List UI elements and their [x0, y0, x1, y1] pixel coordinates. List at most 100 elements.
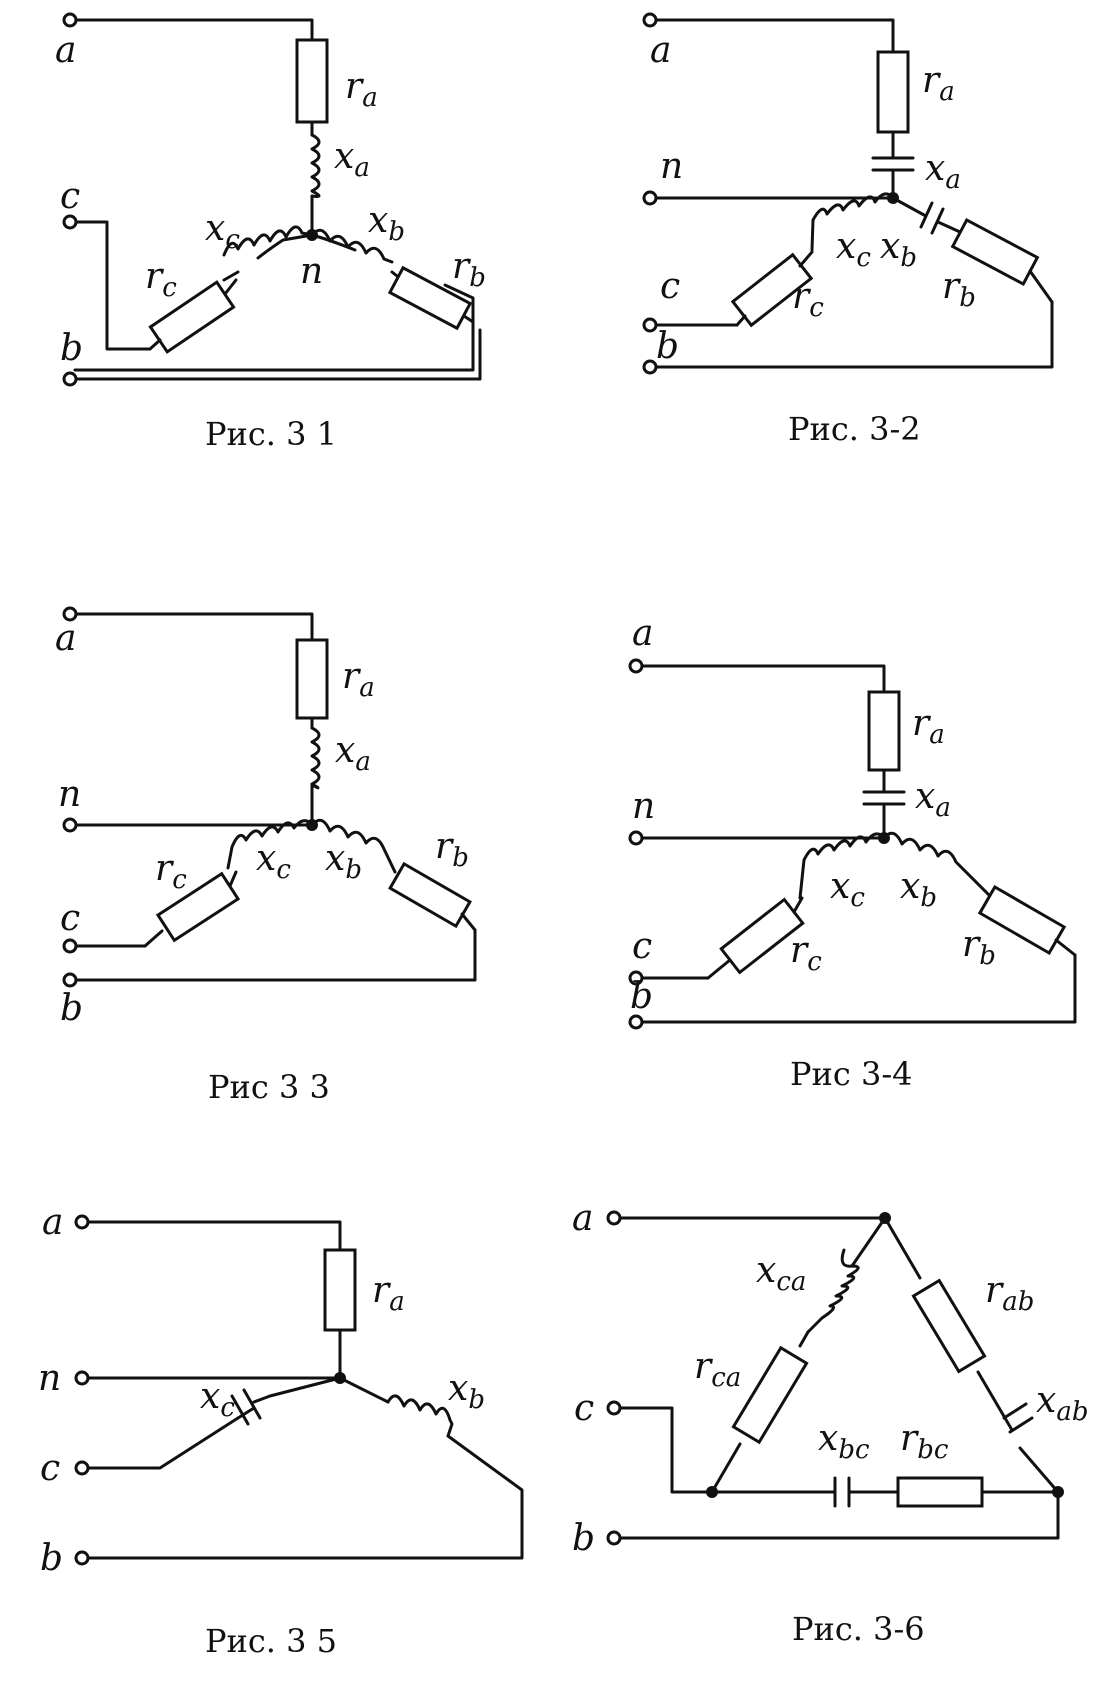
- capacitor-xc: [230, 1388, 272, 1426]
- terminal-c[interactable]: [74, 1460, 90, 1476]
- label-rca: rca: [694, 1346, 741, 1393]
- label-terminal-b: b: [630, 976, 653, 1017]
- label-ra: ra: [342, 656, 375, 703]
- inductor-xa: [310, 726, 321, 790]
- label-xc: xc: [836, 226, 871, 273]
- figure-caption: Рис. 3 1: [205, 415, 337, 453]
- label-terminal-c: c: [60, 898, 80, 939]
- wire-rb-lead: [390, 270, 475, 324]
- capacitor-xa: [862, 790, 906, 806]
- label-xa: xa: [335, 730, 371, 777]
- node-n: [306, 819, 318, 831]
- terminal-a[interactable]: [74, 1214, 90, 1230]
- label-ra: ra: [912, 703, 945, 750]
- terminal-a[interactable]: [606, 1210, 622, 1226]
- label-terminal-a: a: [55, 618, 76, 659]
- inductor-xc: [222, 225, 314, 257]
- label-ra: ra: [922, 60, 955, 107]
- label-terminal-b: b: [60, 988, 83, 1029]
- label-terminal-a: a: [632, 613, 653, 654]
- label-terminal-a: a: [55, 30, 76, 71]
- inductor-xca: [806, 1248, 860, 1334]
- node-n: [306, 229, 318, 241]
- figure-caption: Рис 3-4: [790, 1055, 912, 1093]
- terminal-b[interactable]: [628, 1014, 644, 1030]
- label-terminal-c: c: [660, 266, 680, 307]
- label-rc: rc: [155, 848, 187, 895]
- capacitor-xab: [1002, 1402, 1034, 1434]
- wire-rc-lead: [148, 278, 238, 351]
- label-rb: rb: [942, 266, 976, 313]
- resistor-rca: [731, 1345, 809, 1445]
- label-xa: xa: [334, 136, 370, 183]
- terminal-c[interactable]: [606, 1400, 622, 1416]
- label-xb: xb: [368, 200, 405, 247]
- label-rb: rb: [452, 246, 486, 293]
- terminal-n[interactable]: [74, 1370, 90, 1386]
- label-xc: xc: [256, 838, 291, 885]
- label-xca: xca: [756, 1250, 806, 1297]
- capacitor-xa: [871, 156, 915, 172]
- terminal-b[interactable]: [62, 972, 78, 988]
- terminal-b[interactable]: [74, 1550, 90, 1566]
- inductor-xb: [882, 831, 992, 898]
- resistor-rbc: [896, 1476, 984, 1508]
- terminal-b[interactable]: [606, 1530, 622, 1546]
- label-terminal-n: n: [660, 146, 683, 187]
- label-terminal-c: c: [632, 926, 652, 967]
- figure-3-5: a n c b ra xc xb Рис. 3 5: [38, 1202, 524, 1660]
- resistor-ra: [867, 690, 901, 772]
- label-rc: rc: [792, 276, 824, 323]
- resistor-ra: [295, 638, 329, 720]
- capacitor-xbc: [833, 1476, 851, 1508]
- inductor-xc: [798, 832, 886, 900]
- label-xbc: xbc: [818, 1418, 870, 1465]
- resistor-rc: [730, 252, 814, 328]
- node-c: [706, 1486, 718, 1498]
- label-rab: rab: [985, 1270, 1034, 1317]
- label-terminal-n: n: [38, 1358, 61, 1399]
- label-terminal-n: n: [632, 786, 655, 827]
- label-terminal-n: n: [58, 774, 81, 815]
- label-terminal-a: a: [572, 1198, 593, 1239]
- label-ra: ra: [372, 1270, 405, 1317]
- terminal-c[interactable]: [628, 970, 644, 986]
- terminal-a[interactable]: [642, 12, 658, 28]
- label-terminal-c: c: [574, 1388, 594, 1429]
- label-terminal-c: c: [40, 1448, 60, 1489]
- terminal-n[interactable]: [642, 190, 658, 206]
- terminal-a[interactable]: [628, 658, 644, 674]
- terminal-c[interactable]: [62, 938, 78, 954]
- label-terminal-b: b: [656, 326, 679, 367]
- label-xb: xb: [880, 226, 917, 273]
- terminal-n[interactable]: [628, 830, 644, 846]
- terminal-c[interactable]: [62, 214, 78, 230]
- capacitor-xb: [919, 201, 945, 235]
- resistor-ra: [876, 50, 910, 134]
- wire-a: [73, 18, 475, 372]
- label-rb: rb: [435, 826, 469, 873]
- figure-caption: Рис. 3-2: [788, 410, 921, 448]
- label-terminal-b: b: [572, 1518, 595, 1559]
- inductor-xb: [386, 1394, 454, 1438]
- label-terminal-b: b: [60, 328, 83, 369]
- inductor-xa: [310, 133, 321, 198]
- terminal-n[interactable]: [62, 817, 78, 833]
- node-n: [887, 192, 899, 204]
- label-rb: rb: [962, 924, 996, 971]
- terminal-b[interactable]: [62, 371, 78, 387]
- terminal-a[interactable]: [62, 12, 78, 28]
- terminal-c[interactable]: [642, 317, 658, 333]
- terminal-b[interactable]: [642, 359, 658, 375]
- node-n: [334, 1372, 346, 1384]
- figure-3-6: a c b xca rca rab xab xbc rbc Рис. 3-6: [572, 1198, 1088, 1648]
- label-rc: rc: [790, 930, 822, 977]
- figure-3-2: a n c b ra xa xc rc xb rb Рис. 3-2: [642, 12, 1054, 448]
- label-terminal-a: a: [650, 30, 671, 71]
- figure-caption: Рис. 3-6: [792, 1610, 925, 1648]
- terminal-a[interactable]: [62, 606, 78, 622]
- label-xa: xa: [925, 148, 961, 195]
- label-xb: xb: [448, 1368, 485, 1415]
- inductor-xc: [810, 192, 895, 252]
